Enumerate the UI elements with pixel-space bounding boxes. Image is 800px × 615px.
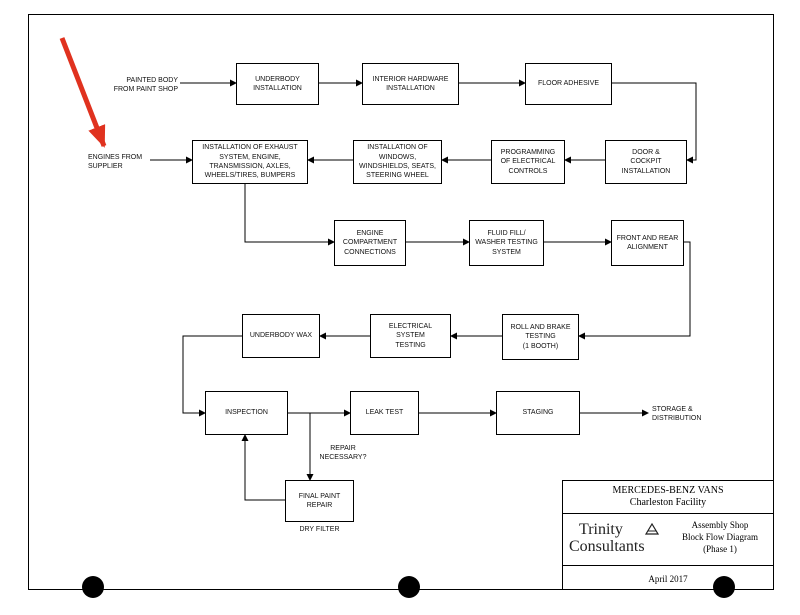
- title-block: MERCEDES-BENZ VANS Charleston Facility T…: [562, 480, 774, 590]
- edge-floor-to-door: [612, 82, 697, 164]
- step-roll-brake-testing: ROLL AND BRAKE TESTING (1 BOOTH): [502, 314, 579, 360]
- step-fluid-fill-washer-testing: FLUID FILL/ WASHER TESTING SYSTEM: [469, 220, 544, 266]
- edge-alignment-to-roll-brake: [578, 241, 691, 340]
- triangle-logo-icon: [645, 523, 659, 535]
- pointer-arrow: [59, 37, 107, 148]
- step-front-rear-alignment: FRONT AND REAR ALIGNMENT: [611, 220, 684, 266]
- step-leak-test: LEAK TEST: [350, 391, 419, 435]
- edge-wax-to-inspection: [182, 335, 242, 417]
- edge-exhaust-to-engine-compartment: [244, 184, 335, 246]
- step-final-paint-repair: FINAL PAINT REPAIR: [285, 480, 354, 522]
- step-installation-exhaust-engine: INSTALLATION OF EXHAUST SYSTEM, ENGINE, …: [192, 140, 308, 184]
- step-electrical-system-testing: ELECTRICAL SYSTEM TESTING: [370, 314, 451, 358]
- step-programming-electrical-controls: PROGRAMMING OF ELECTRICAL CONTROLS: [491, 140, 565, 184]
- drawing-date: April 2017: [648, 573, 688, 584]
- edge-inspection-to-final-paint: [288, 412, 314, 481]
- step-interior-hardware-installation: INTERIOR HARDWARE INSTALLATION: [362, 63, 459, 105]
- drawing-description: Assembly Shop Block Flow Diagram (Phase …: [682, 520, 758, 555]
- logo-text-consultants: Consultants: [569, 538, 645, 555]
- step-staging: STAGING: [496, 391, 580, 435]
- label-storage-distribution: STORAGE & DISTRIBUTION: [652, 406, 702, 423]
- input-painted-body: PAINTED BODY FROM PAINT SHOP: [113, 77, 178, 94]
- label-dry-filter: DRY FILTER: [299, 526, 340, 533]
- title-block-middle: Trinity Consultants Assembly Shop Block …: [563, 514, 773, 566]
- binder-hole-left: [82, 576, 104, 598]
- client-name: MERCEDES-BENZ VANS: [612, 484, 724, 496]
- trinity-consultants-logo: Trinity Consultants: [569, 522, 665, 558]
- binder-hole-right: [713, 576, 735, 598]
- logo-text-trinity: Trinity: [579, 521, 623, 538]
- step-inspection: INSPECTION: [205, 391, 288, 435]
- binder-hole-center: [398, 576, 420, 598]
- step-door-cockpit-installation: DOOR & COCKPIT INSTALLATION: [605, 140, 687, 184]
- facility-name: Charleston Facility: [629, 497, 707, 508]
- step-underbody-installation: UNDERBODY INSTALLATION: [236, 63, 319, 105]
- step-engine-compartment-connections: ENGINE COMPARTMENT CONNECTIONS: [334, 220, 406, 266]
- title-block-client: MERCEDES-BENZ VANS Charleston Facility: [563, 481, 773, 514]
- step-underbody-wax: UNDERBODY WAX: [242, 314, 320, 358]
- step-installation-windows-seats: INSTALLATION OF WINDOWS, WINDSHIELDS, SE…: [353, 140, 442, 184]
- edge-final-paint-to-inspection: [241, 434, 285, 501]
- input-engines: ENGINES FROM SUPPLIER: [88, 154, 143, 171]
- label-repair-necessary: REPAIR NECESSARY?: [319, 445, 367, 462]
- step-floor-adhesive: FLOOR ADHESIVE: [525, 63, 612, 105]
